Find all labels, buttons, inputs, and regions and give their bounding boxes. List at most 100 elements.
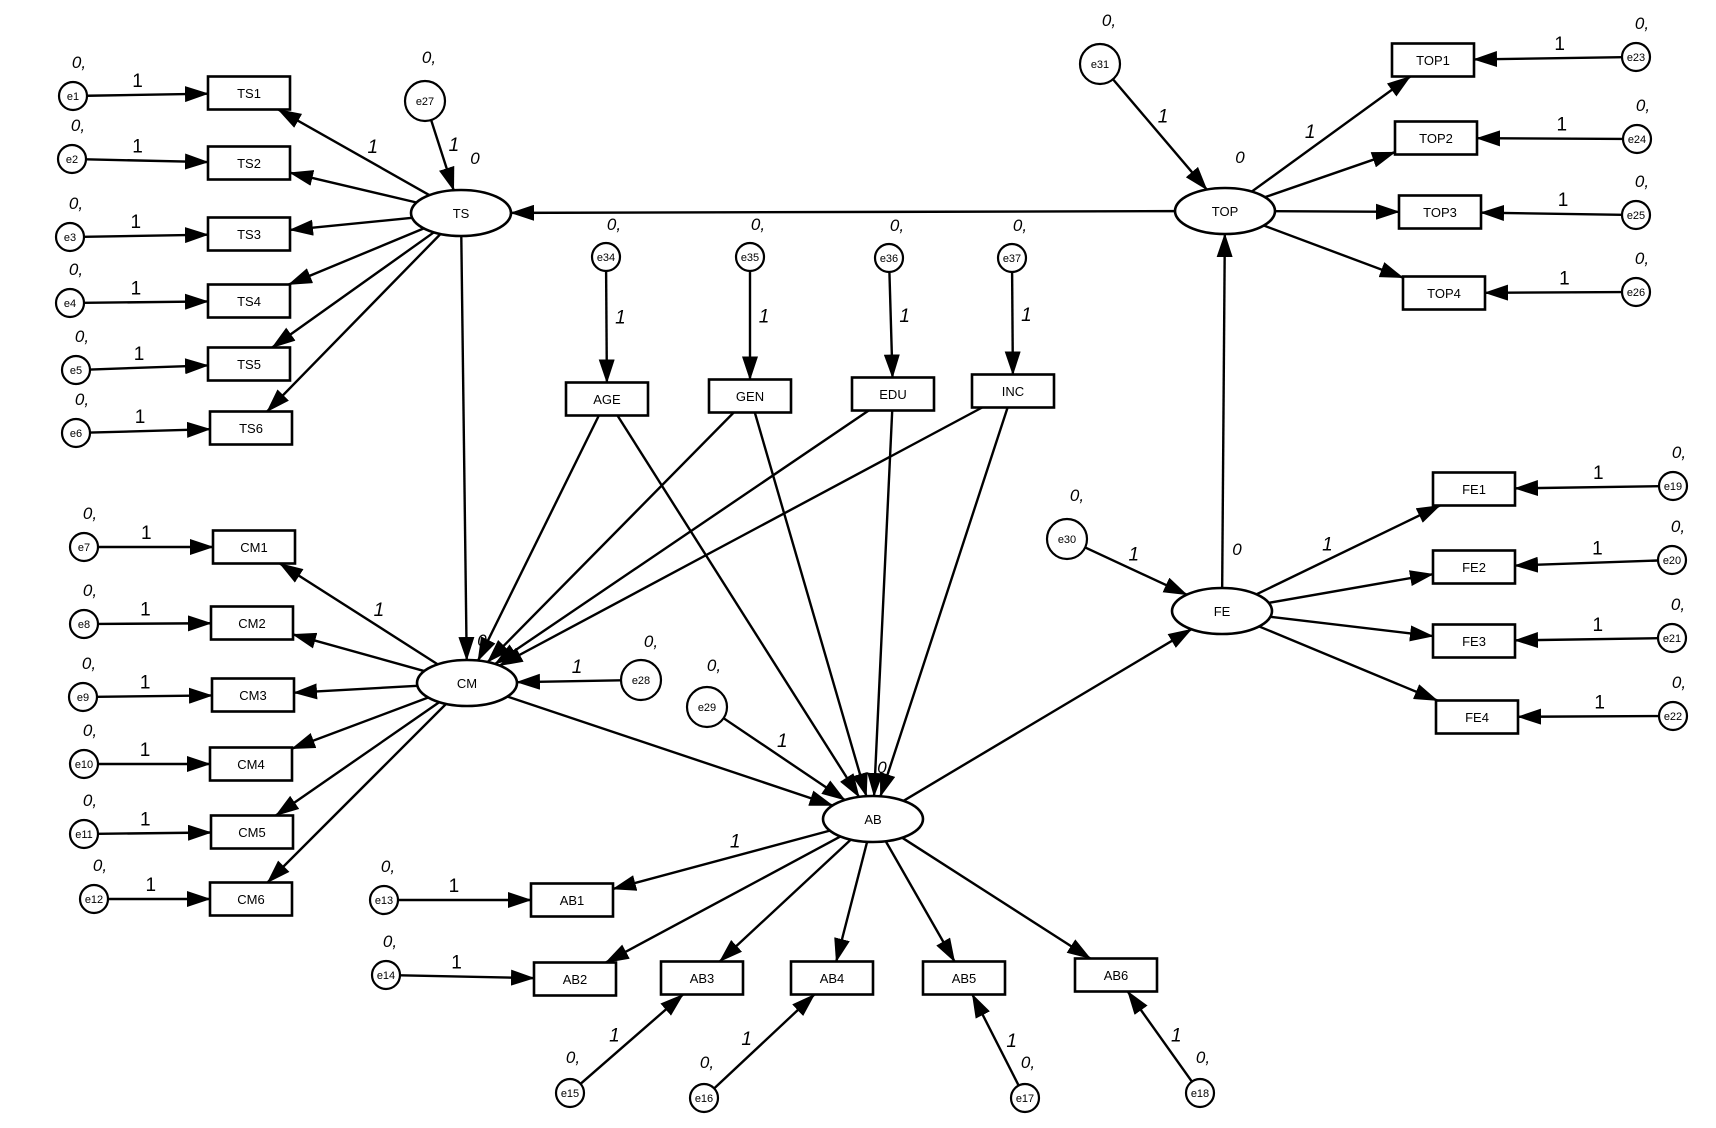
observed-box[interactable] xyxy=(209,814,295,850)
error-circle[interactable] xyxy=(1620,41,1652,73)
error-circle[interactable] xyxy=(54,287,86,319)
error-circle[interactable] xyxy=(685,685,729,729)
latent-FE[interactable]: FE0 xyxy=(1170,540,1274,636)
observed-box[interactable] xyxy=(206,216,292,252)
observed-box[interactable] xyxy=(532,961,618,997)
latent-ellipse[interactable] xyxy=(1173,186,1277,236)
observed-box[interactable] xyxy=(850,376,936,412)
observed-AB6[interactable]: AB6 xyxy=(1073,957,1159,993)
observed-box[interactable] xyxy=(1073,957,1159,993)
observed-box[interactable] xyxy=(1431,471,1517,507)
latent-ellipse[interactable] xyxy=(821,794,925,844)
error-circle[interactable] xyxy=(68,531,100,563)
observed-box[interactable] xyxy=(1393,120,1479,156)
observed-CM1[interactable]: CM1 xyxy=(211,529,297,565)
error-circle[interactable] xyxy=(60,354,92,386)
observed-TS3[interactable]: TS3 xyxy=(206,216,292,252)
latent-ellipse[interactable] xyxy=(409,188,513,238)
observed-EDU[interactable]: EDU xyxy=(850,376,936,412)
error-circle[interactable] xyxy=(1657,470,1689,502)
error-circle[interactable] xyxy=(590,241,622,273)
observed-box[interactable] xyxy=(209,605,295,641)
observed-box[interactable] xyxy=(208,410,294,446)
error-circle[interactable] xyxy=(78,883,110,915)
error-circle[interactable] xyxy=(1009,1082,1041,1114)
observed-box[interactable] xyxy=(529,882,615,918)
observed-AB4[interactable]: AB4 xyxy=(789,960,875,996)
error-circle[interactable] xyxy=(67,681,99,713)
error-e1[interactable]: e10, xyxy=(57,53,89,112)
error-circle[interactable] xyxy=(403,79,447,123)
error-circle[interactable] xyxy=(734,241,766,273)
error-e9[interactable]: e90, xyxy=(67,654,99,713)
observed-CM4[interactable]: CM4 xyxy=(208,746,294,782)
observed-TS5[interactable]: TS5 xyxy=(206,346,292,382)
error-circle[interactable] xyxy=(57,80,89,112)
error-circle[interactable] xyxy=(368,884,400,916)
observed-TOP2[interactable]: TOP2 xyxy=(1393,120,1479,156)
observed-box[interactable] xyxy=(206,75,292,111)
error-circle[interactable] xyxy=(1656,622,1688,654)
observed-box[interactable] xyxy=(211,529,297,565)
latent-ellipse[interactable] xyxy=(415,658,519,708)
observed-FE2[interactable]: FE2 xyxy=(1431,549,1517,585)
latent-TS[interactable]: TS0 xyxy=(409,149,513,238)
observed-GEN[interactable]: GEN xyxy=(707,378,793,414)
observed-TS1[interactable]: TS1 xyxy=(206,75,292,111)
error-circle[interactable] xyxy=(996,242,1028,274)
observed-box[interactable] xyxy=(1401,275,1487,311)
latent-AB[interactable]: AB0 xyxy=(821,758,925,844)
observed-box[interactable] xyxy=(1390,42,1476,78)
observed-box[interactable] xyxy=(1431,623,1517,659)
observed-box[interactable] xyxy=(210,677,296,713)
observed-box[interactable] xyxy=(1397,194,1483,230)
error-e5[interactable]: e50, xyxy=(60,327,92,386)
observed-TOP3[interactable]: TOP3 xyxy=(1397,194,1483,230)
error-circle[interactable] xyxy=(1657,700,1689,732)
observed-AGE[interactable]: AGE xyxy=(564,381,650,417)
error-circle[interactable] xyxy=(554,1077,586,1109)
error-e8[interactable]: e80, xyxy=(68,581,100,640)
observed-box[interactable] xyxy=(921,960,1007,996)
observed-FE4[interactable]: FE4 xyxy=(1434,699,1520,735)
observed-box[interactable] xyxy=(707,378,793,414)
observed-box[interactable] xyxy=(1434,699,1520,735)
error-circle[interactable] xyxy=(56,143,88,175)
observed-TOP4[interactable]: TOP4 xyxy=(1401,275,1487,311)
error-circle[interactable] xyxy=(1656,544,1688,576)
error-circle[interactable] xyxy=(68,748,100,780)
error-e6[interactable]: e60, xyxy=(60,390,92,449)
observed-AB2[interactable]: AB2 xyxy=(532,961,618,997)
error-e3[interactable]: e30, xyxy=(54,194,86,253)
latent-ellipse[interactable] xyxy=(1170,586,1274,636)
observed-box[interactable] xyxy=(564,381,650,417)
error-circle[interactable] xyxy=(68,818,100,850)
error-circle[interactable] xyxy=(60,417,92,449)
observed-box[interactable] xyxy=(659,960,745,996)
error-circle[interactable] xyxy=(1620,276,1652,308)
observed-CM6[interactable]: CM6 xyxy=(208,881,294,917)
error-circle[interactable] xyxy=(68,608,100,640)
error-circle[interactable] xyxy=(873,242,905,274)
observed-TS6[interactable]: TS6 xyxy=(208,410,294,446)
observed-TOP1[interactable]: TOP1 xyxy=(1390,42,1476,78)
